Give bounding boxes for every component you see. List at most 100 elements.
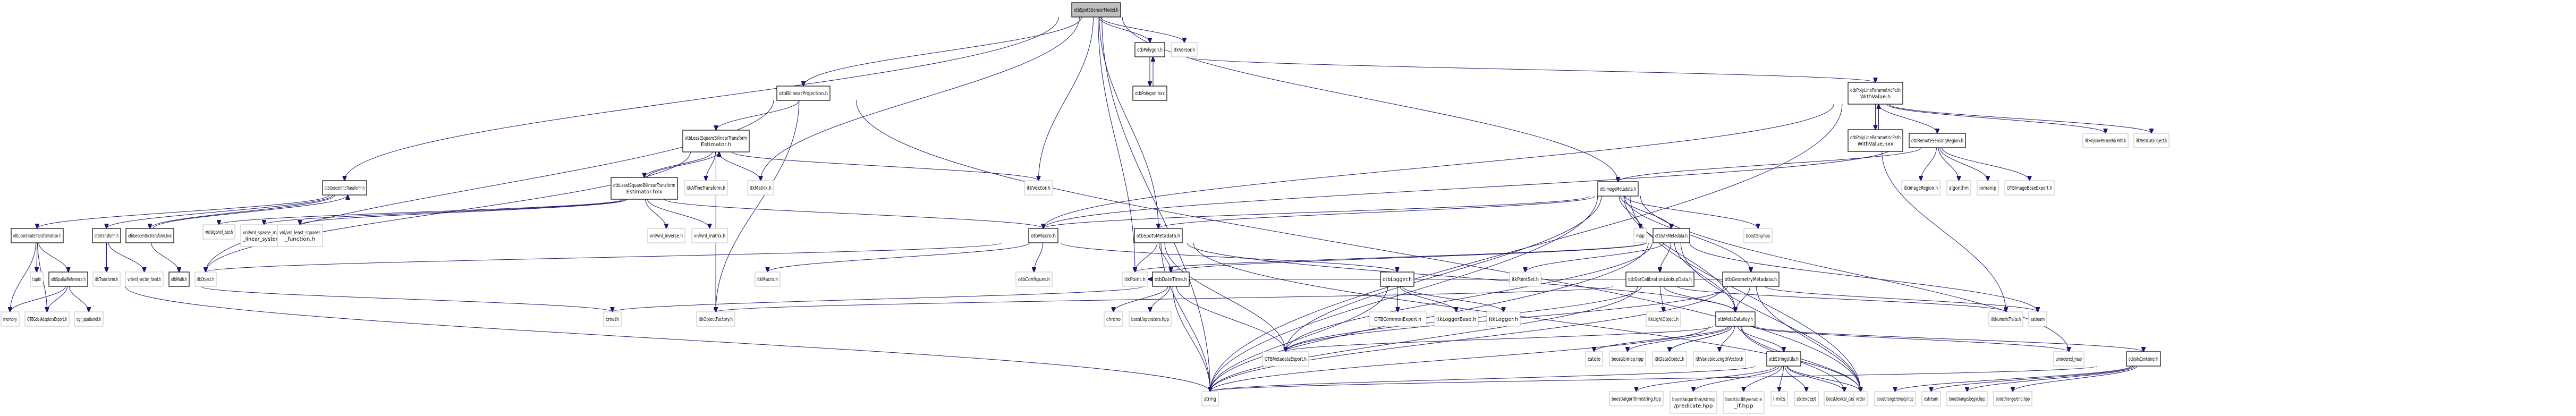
edge-remoteRegion-to-iomanip <box>1939 147 1988 181</box>
node-label: otbLeastSquareBilinearTransform <box>613 183 675 189</box>
graph-node-joinContainer[interactable]: otbJoinContainer.h <box>2126 351 2161 367</box>
node-label: vnl/vnl_matrix.h <box>694 233 725 239</box>
node-label: itkImageRegion.h <box>1904 185 1938 191</box>
graph-node-metaDataKey[interactable]: otbMetaDataKey.h <box>1715 311 1756 327</box>
node-label: otbConfigure.h <box>1018 277 1050 283</box>
edge-stringUtils-to-boostAlgPred <box>1693 366 1780 392</box>
node-label: algorithm <box>1949 185 1969 191</box>
graph-node-polygon_hxx[interactable]: otbPolygon.hxx <box>1132 86 1167 101</box>
graph-node-itkNumTraits: itkNumericTraits.h <box>1988 311 2023 327</box>
node-box <box>1134 228 1183 243</box>
edge-polyPathHxx-to-itkNumTraits <box>1882 151 2006 312</box>
graph-node-spot5Meta[interactable]: otbSpot5Metadata.h <box>1134 228 1183 243</box>
graph-node-sarMeta[interactable]: otbSARMetadata.h <box>1653 228 1690 243</box>
edge-dateTime-to-chrono <box>1114 286 1168 312</box>
node-label: ostream <box>1924 396 1938 402</box>
graph-node-dateTime[interactable]: otbDateTime.h <box>1152 271 1190 287</box>
node-box <box>1646 311 1681 327</box>
node-box <box>1652 351 1687 367</box>
graph-node-geoTransformHxx[interactable]: otbGeocentricTransform.hxx <box>125 228 174 243</box>
edge-remoteRegion-to-otbMacro <box>1044 147 1893 228</box>
edge-sarCalib-to-itkLightObject <box>1659 286 1663 312</box>
graph-node-geomMeta[interactable]: otbGeometryMetadata.h <box>1722 271 1780 287</box>
edge-sarMeta-to-vector <box>1680 242 1860 392</box>
graph-node-algorithm: algorithm <box>1946 180 1971 196</box>
edge-coordTrans-to-memory <box>10 242 36 312</box>
edge-bilinearProj-to-itkObjFactory <box>716 100 800 312</box>
node-label: otbGeometryMetadata.h <box>1725 277 1777 283</box>
graph-node-itkMatrix: itkMatrix.h <box>747 180 774 196</box>
node-label: WithValue.hxx <box>1858 141 1894 147</box>
edge-stringUtils-to-stdexcept <box>1784 366 1806 392</box>
graph-node-lsqEstH[interactable]: otbLeastSquareBilinearTransformEstimator… <box>682 130 750 152</box>
graph-node-root[interactable]: otbSpot5SensorModel.h <box>1071 2 1121 18</box>
edge-imageMeta-to-metaDataKey <box>1623 196 1735 312</box>
node-box <box>1609 351 1646 367</box>
edge-metaDataKey-to-vector <box>1741 326 1861 392</box>
graph-node-vnlLeastSq: vnl/vnl_least_squares_function.h <box>277 224 323 247</box>
graph-node-itkPoint: itkPoint.h <box>1122 271 1148 287</box>
edge-sarCalib-to-metaDataKey <box>1663 286 1735 312</box>
edge-sarMeta-to-string <box>1210 242 1649 392</box>
node-box <box>1853 391 1868 406</box>
graph-node-bilinearProj[interactable]: otbBilinearProjection.h <box>776 86 831 101</box>
node-label: string <box>1204 396 1216 402</box>
node-box <box>2053 351 2084 367</box>
node-box <box>2028 311 2047 327</box>
node-box <box>1380 271 1414 287</box>
node-box <box>48 271 88 287</box>
graph-node-otbImageBaseExport: OTBImageBaseExport.h <box>2004 180 2055 196</box>
graph-node-otbMath[interactable]: otbMath.h <box>168 271 190 287</box>
graph-node-remoteRegion[interactable]: otbRemoteSensingRegion.h <box>1909 133 1966 148</box>
graph-node-otbTransform[interactable]: otbTransform.h <box>92 228 121 243</box>
graph-node-spatialRef[interactable]: otbSpatialReference.h <box>48 271 88 287</box>
node-box <box>2004 180 2055 196</box>
graph-node-coordTrans[interactable]: otbCoordinateTransformation.h <box>11 228 64 243</box>
graph-node-lsqEstHxx[interactable]: otbLeastSquareBilinearTransformEstimator… <box>611 177 678 200</box>
graph-node-itkAffine: itkAffineTransform.h <box>684 180 728 196</box>
graph-node-otbConfigure: otbConfigure.h <box>1015 271 1053 287</box>
node-label: WithValue.h <box>1860 94 1891 100</box>
node-label: itkPolyLineParametricPath.h <box>2085 138 2126 144</box>
graph-node-logger[interactable]: otbLogger.h <box>1380 271 1414 287</box>
edge-spatialRef-to-memory <box>10 286 66 312</box>
node-box <box>1597 181 1639 197</box>
node-label: cstdio <box>1588 356 1600 362</box>
graph-node-itkMacro: itkMacro.h <box>755 271 781 287</box>
edge-root-to-itkVector <box>1039 16 1094 181</box>
graph-node-imageMeta[interactable]: otbImageMetadata.h <box>1597 181 1639 197</box>
node-box <box>1743 228 1773 243</box>
node-label: boost/algorithm/string.hpp <box>1612 396 1661 402</box>
node-label: vnl/vnl_inverse.h <box>650 233 683 239</box>
node-label: OTBCommonExport.h <box>1374 317 1421 322</box>
edge-metaDataKey-to-stringUtils <box>1738 326 1784 352</box>
edge-spatialRef-to-string <box>125 286 1210 392</box>
graph-node-sarCalib[interactable]: otbSarCalibrationLookupData.h <box>1625 271 1694 287</box>
edges-layer <box>10 16 2151 392</box>
graph-node-otbMacro[interactable]: otbMacro.h <box>1028 228 1058 243</box>
edge-polyPathH-to-remoteRegion <box>1878 104 1937 133</box>
node-box <box>1946 391 1988 406</box>
edge-root-to-itkMatrix <box>761 16 1080 181</box>
edge-geomMeta-to-sstream <box>1765 286 2038 312</box>
node-box <box>1024 180 1053 196</box>
graph-node-geoTransformH[interactable]: otbGeocentricTransform.h <box>322 180 367 196</box>
node-label: itkPoint.h <box>1124 277 1146 283</box>
graph-node-stringUtils[interactable]: otbStringUtils.h <box>1766 351 1801 367</box>
node-box <box>1715 311 1756 327</box>
node-label: iomanip <box>1979 185 1996 191</box>
edge-remoteRegion-to-otbImageBaseExport <box>1942 147 2030 181</box>
graph-node-polygon_h[interactable]: otbPolygon.h <box>1134 42 1165 57</box>
edge-logger-to-commonExport <box>1397 286 1398 312</box>
node-box <box>1369 311 1427 327</box>
node-label: otbGeocentricTransform.hxx <box>128 233 172 239</box>
node-label: OTBGdalAdaptersExport.h <box>27 317 67 322</box>
edge-polyPathH-to-itkMetaDataObject <box>1888 104 2151 133</box>
edge-imageMeta-to-spot5Meta <box>1158 196 1596 228</box>
graph-node-itkObject: itkObject.h <box>194 271 217 287</box>
edge-spatialRef-to-ogrSpatial <box>69 286 89 312</box>
